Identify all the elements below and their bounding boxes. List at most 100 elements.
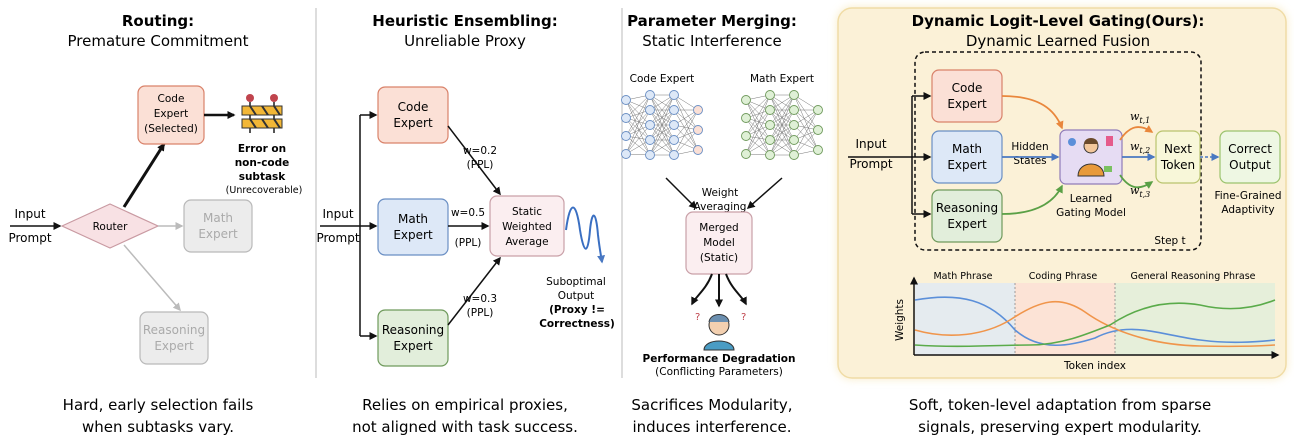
router-label: Router bbox=[93, 221, 128, 233]
network-node bbox=[669, 135, 679, 145]
routing-panel: Routing: Premature Commitment Input Prom… bbox=[8, 12, 302, 436]
static-average-l1: Static bbox=[512, 206, 542, 218]
next-token-l2: Token bbox=[1160, 158, 1195, 172]
code-to-average-arrow bbox=[447, 125, 501, 196]
correct-output-box bbox=[1219, 130, 1281, 184]
network-node bbox=[765, 105, 775, 115]
w1-label: wt,1 bbox=[1130, 110, 1150, 125]
routing-subtitle: Premature Commitment bbox=[67, 32, 248, 50]
w2-label: wt,2 bbox=[1130, 140, 1150, 155]
network-node bbox=[741, 131, 751, 141]
w-math-l1: w=0.5 bbox=[451, 207, 485, 219]
gating-math-expert-l1: Math bbox=[952, 142, 982, 156]
proxy-l2: Correctness) bbox=[539, 318, 615, 330]
wavy-output-icon bbox=[565, 206, 606, 264]
network-node bbox=[669, 105, 679, 115]
svg-text:?: ? bbox=[695, 312, 700, 323]
network-node bbox=[789, 135, 799, 145]
network-node bbox=[693, 125, 703, 135]
weight-avg-l2: Averaging bbox=[694, 201, 747, 213]
routing-title: Routing: bbox=[122, 12, 194, 30]
reasoning-weight-curve bbox=[914, 299, 1276, 348]
gating-caption-l1: Soft, token-level adaptation from sparse bbox=[909, 396, 1211, 414]
heuristic-subtitle: Unreliable Proxy bbox=[404, 32, 526, 50]
math-net-to-merged-arrow bbox=[746, 177, 783, 209]
plot-ylabel: Weights bbox=[894, 299, 906, 341]
gating-code-expert-box bbox=[931, 69, 1003, 123]
step-dashed-box bbox=[914, 51, 1202, 251]
error-label-l2: non-code bbox=[235, 157, 290, 169]
router-to-reasoning-arrow bbox=[123, 244, 181, 312]
gating-math-expert-box bbox=[931, 130, 1003, 184]
heuristic-reasoning-expert-l1: Reasoning bbox=[382, 323, 444, 337]
routing-math-expert-box bbox=[183, 199, 253, 253]
routing-reasoning-expert-box bbox=[139, 311, 209, 365]
merging-subtitle: Static Interference bbox=[642, 32, 781, 50]
code-to-gating-arrow bbox=[1001, 95, 1064, 130]
hidden-states-l2: States bbox=[1013, 155, 1046, 167]
merging-title: Parameter Merging: bbox=[627, 12, 797, 30]
network-node bbox=[693, 105, 703, 115]
confused-person-icon: ? ? bbox=[695, 312, 746, 351]
coding-phase-label: Coding Phrase bbox=[1029, 271, 1098, 282]
network-node bbox=[765, 150, 775, 160]
correct-output-l1: Correct bbox=[1228, 142, 1272, 156]
error-label-l1: Error on bbox=[238, 143, 286, 155]
merging-math-expert-label: Math Expert bbox=[750, 73, 814, 85]
heuristic-caption-l2: not aligned with task success. bbox=[352, 418, 578, 436]
w-reason-l2: (PPL) bbox=[467, 307, 494, 319]
heuristic-math-expert-l2: Expert bbox=[393, 228, 433, 242]
network-node bbox=[789, 90, 799, 100]
merged-out-arrow-left bbox=[691, 273, 713, 306]
network-node bbox=[765, 120, 775, 130]
heuristic-caption-l1: Relies on empirical proxies, bbox=[362, 396, 568, 414]
network-node bbox=[621, 131, 631, 141]
gating-code-expert-l2: Expert bbox=[947, 97, 987, 111]
routing-code-expert-l2: Expert bbox=[154, 108, 188, 120]
network-node bbox=[789, 105, 799, 115]
routing-code-expert-l1: Code bbox=[158, 93, 185, 105]
network-node bbox=[813, 145, 823, 155]
merged-l2: Model bbox=[703, 237, 735, 249]
routing-math-expert-l2: Expert bbox=[198, 227, 238, 241]
gating-math-expert-l2: Expert bbox=[947, 158, 987, 172]
reasoning-to-gating-arrow bbox=[1001, 184, 1063, 215]
network-node bbox=[621, 149, 631, 159]
math-expert-network-icon bbox=[741, 90, 823, 160]
gating-panel: Dynamic Logit-Level Gating(Ours): Dynami… bbox=[836, 6, 1288, 436]
w-math-l2: (PPL) bbox=[455, 237, 482, 249]
network-node bbox=[645, 150, 655, 160]
network-node bbox=[669, 150, 679, 160]
reasoning-phase-label: General Reasoning Phrase bbox=[1130, 271, 1255, 282]
heuristic-prompt-label: Prompt bbox=[316, 231, 359, 245]
conflict-label: (Conflicting Parameters) bbox=[655, 366, 783, 378]
routing-reasoning-expert-l2: Expert bbox=[154, 339, 194, 353]
static-average-box bbox=[489, 195, 565, 257]
gating-reasoning-expert-l2: Expert bbox=[947, 217, 987, 231]
gating-person-icon bbox=[1068, 136, 1113, 177]
gating-model-l2: Gating Model bbox=[1056, 207, 1126, 219]
math-weight-curve bbox=[914, 296, 1276, 347]
routing-input-label: Input bbox=[14, 207, 45, 221]
w3-arrow bbox=[1119, 174, 1154, 189]
heuristic-math-expert-box bbox=[377, 198, 449, 256]
merging-caption-l2: induces interference. bbox=[632, 418, 791, 436]
heuristic-math-expert-l1: Math bbox=[398, 212, 428, 226]
merged-l3: (Static) bbox=[700, 252, 738, 264]
coding-phase-region bbox=[1015, 283, 1115, 355]
routing-reasoning-expert-l1: Reasoning bbox=[143, 323, 205, 337]
error-label-l3: subtask bbox=[239, 171, 287, 183]
proxy-l1: (Proxy != bbox=[549, 304, 605, 316]
network-node bbox=[789, 120, 799, 130]
math-phase-label: Math Phrase bbox=[933, 271, 992, 282]
network-node bbox=[621, 113, 631, 123]
network-node bbox=[741, 113, 751, 123]
merged-l1: Merged bbox=[699, 222, 738, 234]
gating-reasoning-expert-l1: Reasoning bbox=[936, 201, 998, 215]
suboptimal-l2: Output bbox=[558, 290, 594, 302]
heuristic-panel: Heuristic Ensembling: Unreliable Proxy I… bbox=[316, 12, 614, 436]
svg-text:?: ? bbox=[741, 312, 746, 323]
merging-code-expert-label: Code Expert bbox=[630, 73, 695, 85]
gating-input-label: Input bbox=[855, 137, 886, 151]
unrecoverable-label: (Unrecoverable) bbox=[226, 185, 303, 196]
